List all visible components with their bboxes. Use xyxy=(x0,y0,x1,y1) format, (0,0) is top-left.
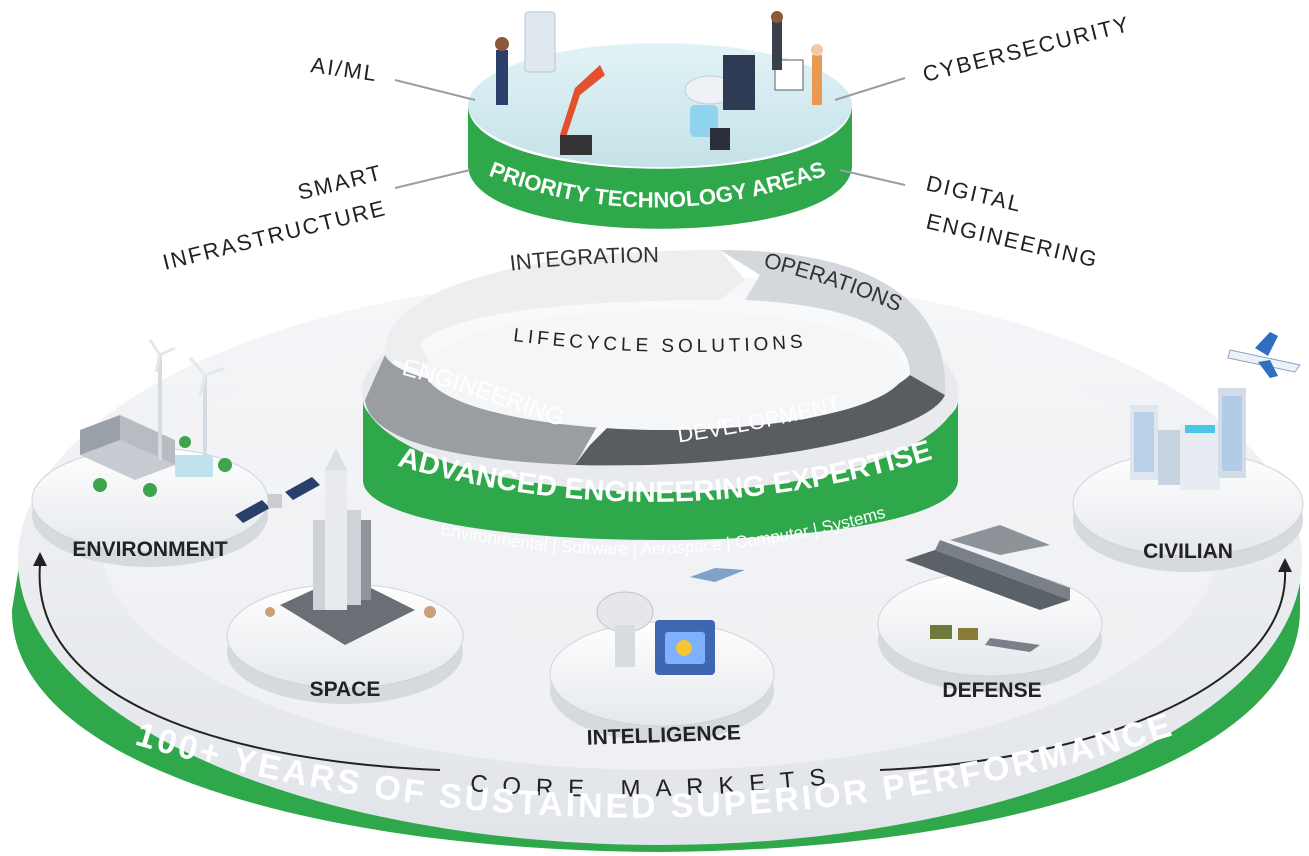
intelligence-illustration xyxy=(596,568,745,675)
expertise-cylinder xyxy=(362,250,958,540)
area-cybersecurity: CYBERSECURITY xyxy=(920,11,1133,87)
market-environment: ENVIRONMENT xyxy=(31,339,320,567)
market-label-defense: DEFENSE xyxy=(942,679,1041,702)
market-intelligence: INTELLIGENCE xyxy=(549,568,775,750)
rocket-illustration xyxy=(265,448,436,645)
band-integration xyxy=(384,250,745,380)
arrow-right-head xyxy=(1278,558,1292,572)
market-space: SPACE xyxy=(226,448,464,704)
environment-illustration xyxy=(80,339,232,497)
band-engineering xyxy=(365,355,598,465)
market-defense: DEFENSE xyxy=(877,525,1103,702)
airplane-icon xyxy=(1227,332,1301,378)
civilian-illustration xyxy=(1130,388,1246,490)
priority-disc xyxy=(468,11,852,229)
market-civilian: CIVILIAN xyxy=(1072,332,1304,572)
market-label-space: SPACE xyxy=(310,678,381,701)
area-ai-ml: AI/ML xyxy=(309,52,379,86)
market-label-civilian: CIVILIAN xyxy=(1143,540,1233,563)
market-label-environment: ENVIRONMENT xyxy=(72,538,227,561)
priority-illustrations xyxy=(495,11,823,155)
satellite-icon xyxy=(235,477,320,523)
priority-callouts xyxy=(394,77,906,189)
area-infrastructure: INFRASTRUCTURE xyxy=(160,195,389,275)
priority-green-band xyxy=(468,105,852,229)
core-markets-arrow xyxy=(33,552,1292,771)
market-label-intelligence: INTELLIGENCE xyxy=(586,721,741,749)
area-engineering: ENGINEERING xyxy=(924,209,1101,273)
band-operations xyxy=(720,250,946,395)
arrow-left-head xyxy=(33,552,47,566)
defense-illustration xyxy=(905,525,1070,652)
